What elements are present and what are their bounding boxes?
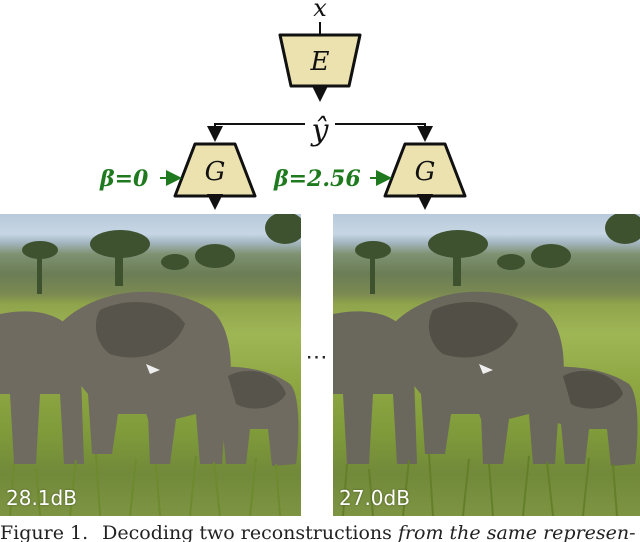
generator-right-label: G <box>415 157 436 187</box>
figure-number: Figure 1. <box>0 522 89 542</box>
branch-right <box>335 123 433 142</box>
encoder-label: E <box>310 47 330 77</box>
generator-left-label: G <box>205 157 226 187</box>
beta-left-label: β=0 <box>99 166 149 192</box>
beta-right-label: β=2.56 <box>273 166 361 192</box>
elephant-scene-right <box>333 214 640 516</box>
reconstruction-image-right: 27.0dB <box>333 214 640 516</box>
caption-text: Decoding two reconstructions <box>102 522 398 542</box>
psnr-label-left: 28.1dB <box>6 486 77 510</box>
reconstruction-image-left: 28.1dB <box>0 214 301 516</box>
psnr-label-right: 27.0dB <box>339 486 410 510</box>
elephant-scene-left <box>0 214 301 516</box>
ellipsis-separator: ⋯ <box>305 345 329 370</box>
encoder-block <box>278 33 362 88</box>
input-label: x <box>313 0 327 22</box>
architecture-diagram: x E ŷ G G β=0 β=2.56 <box>99 0 467 210</box>
caption-italic-text: from the same represen- <box>397 522 636 542</box>
latent-label: ŷ <box>310 113 330 148</box>
figure-caption: Figure 1. Decoding two reconstructions fr… <box>0 522 640 542</box>
branch-left <box>207 123 305 142</box>
